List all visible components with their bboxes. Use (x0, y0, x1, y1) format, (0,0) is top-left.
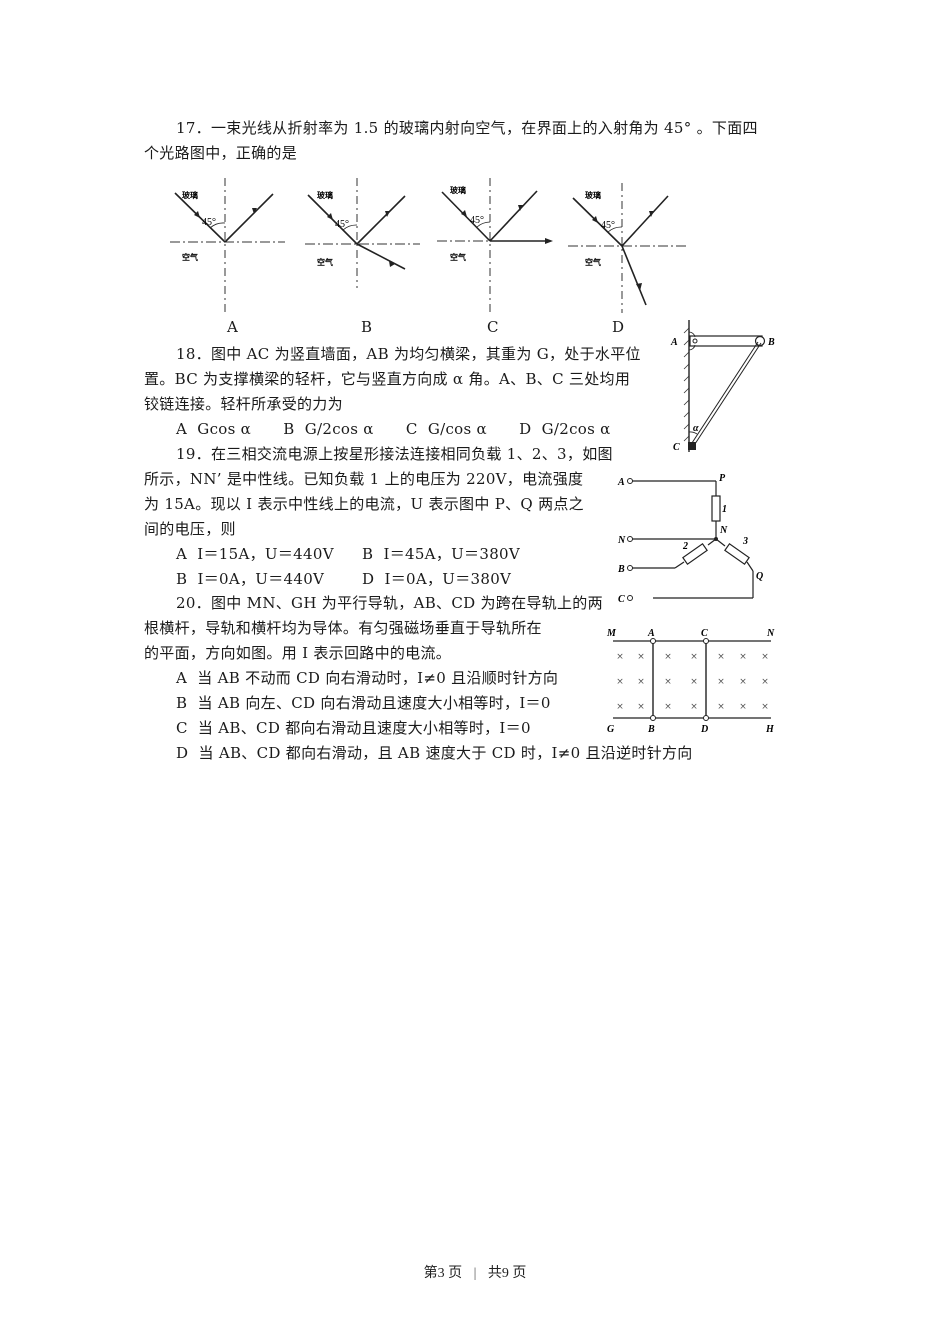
q19-options-row1: A I＝15A，U＝440V B I＝45A，U＝380V (176, 543, 520, 565)
q17-figure-c-letter: C (487, 318, 499, 336)
q18-option-c: C G/cos α (405, 420, 487, 438)
svg-text:×: × (616, 677, 624, 687)
q19-stem-line3: 为 15A。现以 I 表示中性线上的电流，U 表示图中 P、Q 两点之 (144, 495, 584, 513)
svg-text:玻璃: 玻璃 (585, 190, 601, 200)
svg-text:α: α (693, 423, 699, 434)
svg-text:N: N (766, 628, 775, 639)
svg-text:空气: 空气 (450, 252, 466, 262)
q19-option-a: A I＝15A，U＝440V (176, 545, 334, 563)
q19-option-d: D I＝0A，U＝380V (362, 570, 512, 588)
svg-text:×: × (616, 652, 624, 662)
svg-text:空气: 空气 (182, 252, 198, 262)
q19-stem-line4: 间的电压，则 (144, 520, 236, 538)
svg-text:M: M (606, 628, 617, 639)
footer-separator: | (473, 1266, 477, 1281)
svg-text:A: A (670, 337, 678, 348)
svg-text:A: A (617, 477, 625, 488)
q19-stem-line2: 所示，NN’ 是中性线。已知负载 1 上的电压为 220V，电流强度 (144, 470, 584, 488)
svg-text:玻璃: 玻璃 (450, 185, 466, 195)
svg-text:×: × (717, 702, 725, 712)
svg-text:×: × (664, 677, 672, 687)
svg-text:3: 3 (742, 536, 748, 547)
svg-text:×: × (717, 652, 725, 662)
svg-text:45°: 45° (202, 217, 216, 228)
q18-stem-line2: 置。BC 为支撑横梁的轻杆，它与竖直方向成 α 角。A、B、C 三处均用 (144, 370, 631, 388)
svg-text:×: × (761, 677, 769, 687)
q17-stem-line1: 17．一束光线从折射率为 1.5 的玻璃内射向空气，在界面上的入射角为 45° … (176, 119, 758, 137)
q18-option-b: B G/2cos α (283, 420, 374, 438)
svg-text:×: × (637, 702, 645, 712)
svg-text:×: × (761, 702, 769, 712)
svg-text:C: C (618, 594, 625, 605)
q20-stem-line2: 根横杆，导轨和横杆均为导体。有匀强磁场垂直于导轨所在 (144, 619, 542, 637)
q18-beam-figure: A B C α (668, 318, 783, 456)
svg-text:B: B (647, 724, 655, 735)
page-number: 第3 页 (423, 1266, 463, 1281)
svg-text:×: × (664, 702, 672, 712)
q17-figure-d: 45° 玻璃 空气 (568, 178, 688, 313)
svg-text:45°: 45° (335, 219, 349, 230)
q20-stem-line1: 20．图中 MN、GH 为平行导轨，AB、CD 为跨在导轨上的两 (176, 594, 603, 612)
svg-text:×: × (761, 652, 769, 662)
svg-text:H: H (765, 724, 775, 735)
svg-text:空气: 空气 (317, 257, 333, 267)
q17-figure-b: 45° 玻璃 空气 (305, 178, 425, 313)
q17-figure-c: 45° 玻璃 空气 (437, 178, 557, 313)
q20-option-a: A 当 AB 不动而 CD 向右滑动时，I≠0 且沿顺时针方向 (176, 669, 559, 687)
svg-text:C: C (701, 628, 708, 639)
svg-text:×: × (690, 677, 698, 687)
svg-text:A: A (647, 628, 655, 639)
svg-text:玻璃: 玻璃 (317, 190, 333, 200)
svg-text:×: × (637, 652, 645, 662)
svg-text:D: D (700, 724, 708, 735)
q17-figure-b-letter: B (361, 318, 373, 336)
svg-text:Q: Q (756, 571, 763, 582)
svg-text:×: × (739, 652, 747, 662)
svg-text:B: B (617, 564, 625, 575)
svg-text:×: × (664, 652, 672, 662)
q18-options: A Gcos α B G/2cos α C G/cos α D G/2cos α (176, 418, 611, 440)
svg-text:空气: 空气 (585, 257, 601, 267)
svg-text:玻璃: 玻璃 (182, 190, 198, 200)
q17-stem-line2: 个光路图中，正确的是 (144, 144, 298, 162)
page-footer: 第3 页 | 共9 页 (0, 1262, 950, 1282)
q18-option-d: D G/2cos α (519, 420, 611, 438)
svg-text:C: C (673, 442, 680, 453)
q19-option-b2: B I＝0A，U＝440V (176, 570, 325, 588)
q19-option-b: B I＝45A，U＝380V (362, 545, 521, 563)
svg-text:N: N (617, 535, 626, 546)
svg-text:G: G (607, 724, 615, 735)
q19-stem-line1: 19．在三相交流电源上按星形接法连接相同负载 1、2、3，如图 (176, 445, 613, 463)
q17-figure-a-letter: A (227, 318, 239, 336)
page-total: 共9 页 (487, 1266, 527, 1281)
svg-text:1: 1 (722, 504, 727, 515)
q18-stem-line1: 18．图中 AC 为竖直墙面，AB 为均匀横梁，其重为 G，处于水平位 (176, 345, 641, 363)
q18-option-a: A Gcos α (176, 420, 252, 438)
svg-text:P: P (719, 473, 726, 484)
q18-stem-line3: 铰链连接。轻杆所承受的力为 (144, 395, 343, 413)
q20-option-b: B 当 AB 向左、CD 向右滑动且速度大小相等时，I＝0 (176, 694, 551, 712)
q20-rails-figure: ×× ×× ××× ×× ×× ××× ×× ×× ××× M A C N G … (603, 624, 783, 736)
q17-figure-d-letter: D (612, 318, 625, 336)
svg-text:×: × (637, 677, 645, 687)
svg-text:45°: 45° (470, 215, 484, 226)
svg-text:B: B (767, 337, 775, 348)
svg-text:45°: 45° (601, 220, 615, 231)
svg-text:×: × (739, 702, 747, 712)
q17-figure-a: 45° 玻璃 空气 (170, 178, 290, 313)
q20-option-d: D 当 AB、CD 都向右滑动，且 AB 速度大于 CD 时，I≠0 且沿逆时针… (176, 744, 693, 762)
svg-text:×: × (739, 677, 747, 687)
svg-text:N: N (719, 525, 728, 536)
q19-circuit-figure: A N B C P N Q 1 2 3 (615, 470, 785, 605)
q19-options-row2: B I＝0A，U＝440V D I＝0A，U＝380V (176, 568, 511, 590)
q20-stem-line3: 的平面，方向如图。用 I 表示回路中的电流。 (144, 644, 452, 662)
q20-option-c: C 当 AB、CD 都向右滑动且速度大小相等时，I＝0 (176, 719, 531, 737)
svg-text:×: × (690, 702, 698, 712)
svg-text:2: 2 (682, 541, 688, 552)
svg-text:×: × (616, 702, 624, 712)
svg-text:×: × (717, 677, 725, 687)
svg-text:×: × (690, 652, 698, 662)
